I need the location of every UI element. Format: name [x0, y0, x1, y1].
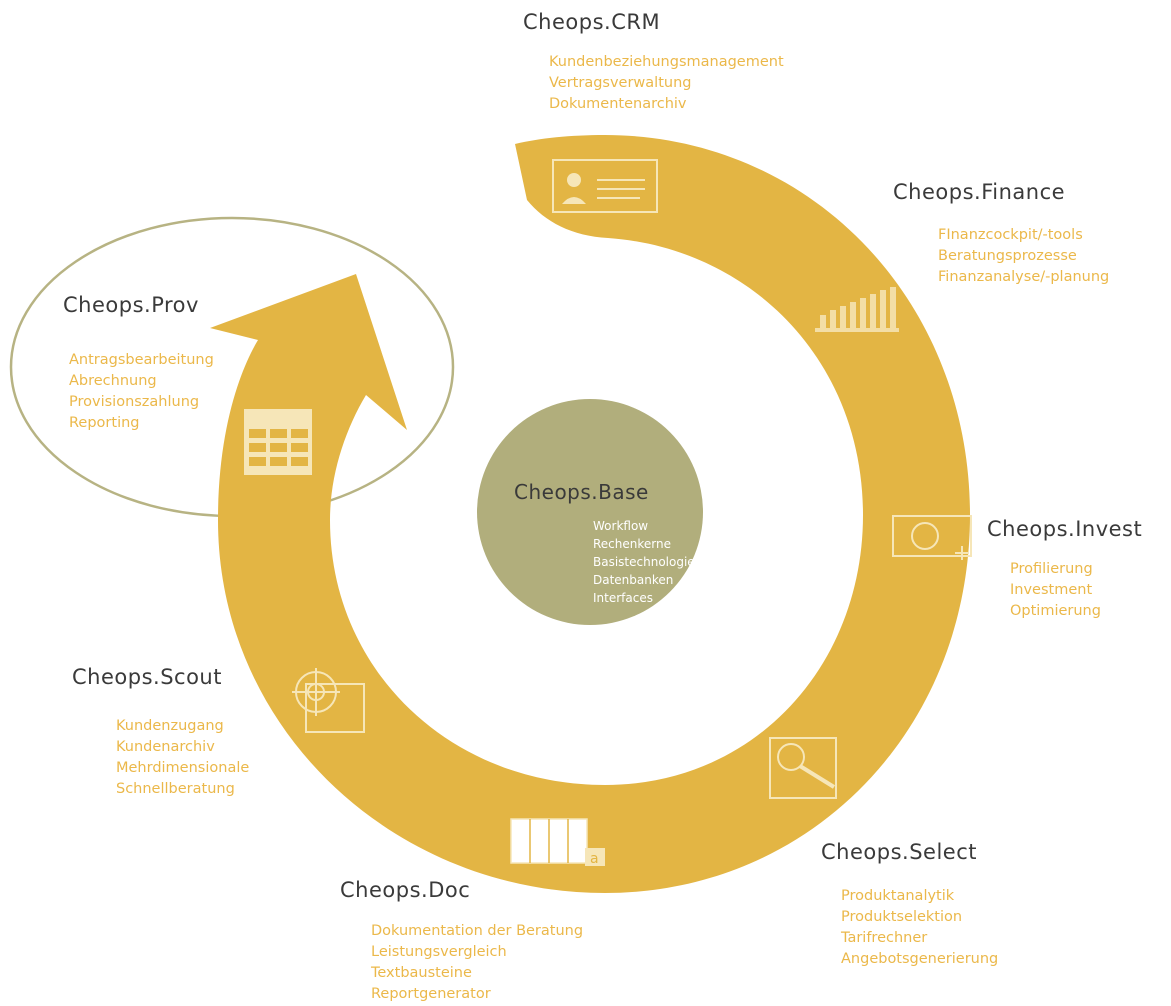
crm-feature: Kundenbeziehungsmanagement — [549, 54, 784, 70]
invest-title-suffix: .Invest — [1068, 517, 1143, 541]
prov-feature: Reporting — [69, 415, 140, 431]
doc-title-prefix: Cheops — [340, 878, 422, 902]
select-feature: Produktanalytik — [841, 888, 955, 904]
finance-feature-list: FInanzcockpit/-tools Beratungsprozesse F… — [938, 225, 1109, 288]
select-feature: Tarifrechner — [841, 930, 928, 946]
invest-title: Cheops.Invest — [987, 517, 1142, 541]
base-feature: Rechenkerne — [593, 537, 671, 551]
finance-title: Cheops.Finance — [893, 180, 1065, 204]
prov-title: Cheops.Prov — [63, 293, 199, 317]
prov-title-suffix: .Prov — [144, 293, 199, 317]
crm-feature-list: Kundenbeziehungsmanagement Vertragsverwa… — [549, 52, 784, 115]
scout-feature-list: Kundenzugang Kundenarchiv Mehrdimensiona… — [116, 716, 249, 800]
crm-feature: Vertragsverwaltung — [549, 75, 692, 91]
crm-title: Cheops.CRM — [523, 10, 660, 34]
scout-feature: Mehrdimensionale — [116, 760, 250, 776]
prov-feature: Antragsbearbeitung — [69, 352, 214, 368]
finance-feature: Beratungsprozesse — [938, 248, 1077, 264]
doc-feature: Dokumentation der Beratung — [371, 923, 584, 939]
base-feature: Workflow — [593, 519, 649, 533]
crm-title-suffix: .CRM — [604, 10, 661, 34]
invest-feature-list: Profilierung Investment Optimierung — [1010, 559, 1101, 622]
scout-feature: Schnellberatung — [116, 781, 235, 797]
base-feature: Datenbanken — [593, 573, 674, 587]
center-circle — [477, 399, 703, 625]
scout-feature: Kundenzugang — [116, 718, 224, 734]
spreadsheet-icon — [244, 409, 312, 475]
invest-feature: Profilierung — [1010, 561, 1093, 577]
prov-feature: Abrechnung — [69, 373, 157, 389]
invest-feature: Investment — [1010, 582, 1093, 598]
select-feature-list: Produktanalytik Produktselektion Tarifre… — [841, 886, 998, 970]
doc-title: Cheops.Doc — [340, 878, 470, 902]
base-feature-list: Workflow Rechenkerne Basistechnologie Da… — [593, 517, 695, 607]
base-title-prefix: Cheops — [514, 480, 592, 504]
finance-feature: Finanzanalyse/-planung — [938, 269, 1110, 285]
prov-title-prefix: Cheops — [63, 293, 145, 317]
doc-feature: Reportgenerator — [371, 986, 491, 1002]
prov-feature-list: Antragsbearbeitung Abrechnung Provisions… — [69, 350, 214, 434]
scout-title: Cheops.Scout — [72, 665, 222, 689]
bar-chart-icon — [815, 287, 899, 332]
finance-title-suffix: .Finance — [974, 180, 1066, 204]
scout-title-suffix: .Scout — [153, 665, 222, 689]
select-title-prefix: Cheops — [821, 840, 903, 864]
select-feature: Angebotsgenerierung — [841, 951, 999, 967]
base-feature: Interfaces — [593, 591, 653, 605]
invest-feature: Optimierung — [1010, 603, 1101, 619]
scout-title-prefix: Cheops — [72, 665, 154, 689]
cycle-ring — [210, 135, 970, 893]
base-title: Cheops.Base — [514, 480, 649, 504]
finance-title-prefix: Cheops — [893, 180, 975, 204]
banknote-icon — [892, 515, 972, 560]
crm-feature: Dokumentenarchiv — [549, 96, 687, 112]
crm-title-prefix: Cheops — [523, 10, 605, 34]
svg-text:a: a — [590, 851, 599, 867]
doc-feature: Leistungsvergleich — [371, 944, 507, 960]
select-feature: Produktselektion — [841, 909, 963, 925]
contact-card-icon — [552, 159, 658, 213]
select-title-suffix: .Select — [902, 840, 977, 864]
finance-feature: FInanzcockpit/-tools — [938, 227, 1083, 243]
doc-feature: Textbausteine — [371, 965, 472, 981]
compass-icon — [292, 668, 365, 733]
doc-title-suffix: .Doc — [421, 878, 471, 902]
document-stack-icon: a — [510, 818, 605, 867]
scout-feature: Kundenarchiv — [116, 739, 215, 755]
invest-title-prefix: Cheops — [987, 517, 1069, 541]
base-feature: Basistechnologie — [593, 555, 695, 569]
select-title: Cheops.Select — [821, 840, 977, 864]
prov-feature: Provisionszahlung — [69, 394, 200, 410]
base-title-suffix: .Base — [591, 480, 649, 504]
doc-feature-list: Dokumentation der Beratung Leistungsverg… — [371, 921, 583, 1005]
magnifier-chart-icon — [769, 737, 837, 799]
